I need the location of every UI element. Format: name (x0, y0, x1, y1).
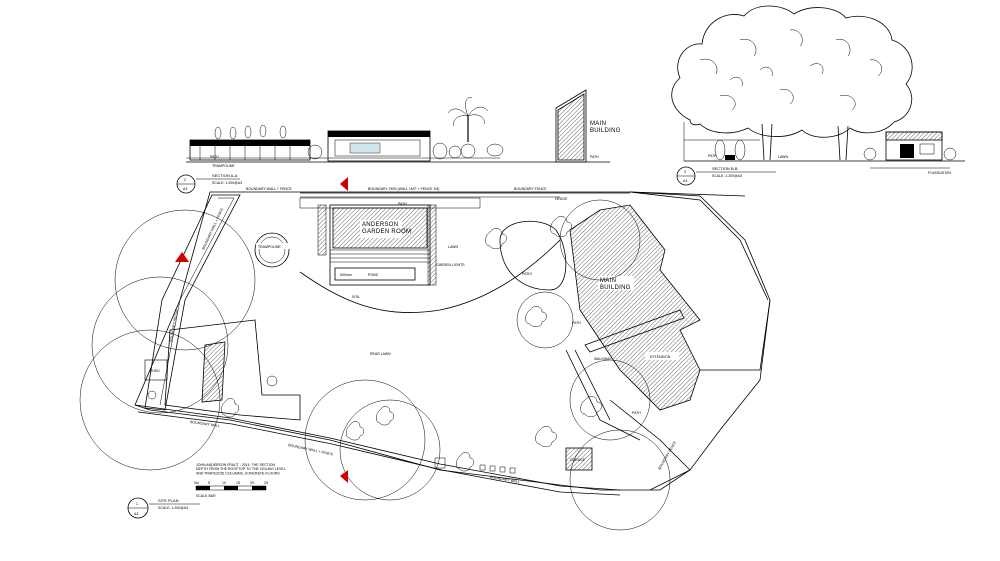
scale-tick-5: 25 (264, 481, 268, 485)
site-plan-title: SITE PLAN (158, 498, 179, 503)
section-bb-sheet-size: A3 (683, 179, 687, 183)
boundary-wall-fence-left-label: BOUNDARY WALL + FENCE (201, 207, 224, 251)
section-aa-sheet-number: 2 (184, 178, 186, 182)
scale-tick-2: 10 (222, 481, 226, 485)
boundary-wall-fence-north-label: BOUNDARY 2M'B (WALL 1M'F + FENCE 1M) (368, 187, 439, 191)
section-aa-title: SECTION A-A (212, 173, 238, 178)
section-bb-scale: SCALE: 1:200@A3 (712, 174, 742, 178)
pond-dim-label: 600mm (340, 273, 352, 277)
section-aa-trampoline-label: TRAMPOLINE (212, 164, 235, 168)
boundary-hedge-label: BOUNDARY HEDGE (169, 308, 179, 342)
svg-text:TRAMPOLINE: TRAMPOLINE (212, 164, 235, 168)
path-top-label: PATH (398, 202, 407, 206)
boundary-fence-right-label: BOUNDARY FENCE (657, 440, 677, 471)
path-right-label: PATH (572, 321, 581, 325)
site-plan-sheet-size: A3 (134, 512, 138, 516)
north-arrow-left (175, 252, 189, 262)
soil-label: SOIL (352, 295, 360, 299)
section-bb-lawn-label: LAWN (778, 155, 788, 159)
section-aa-path-right-label: PATH (590, 155, 599, 159)
north-arrow-top (340, 177, 348, 191)
north-arrow-bottom (340, 470, 348, 483)
section-bb: PATH LAWN FOUNDATION 3 A3 SECTION B-B SC… (671, 5, 965, 186)
boundary-wall-bottom-left-label: BOUNDARY WALL (190, 420, 220, 428)
section-bb-path-label: PATH (708, 154, 717, 158)
site-plan-sheet-number: 1 (136, 502, 138, 506)
extension-label: EXTENSION (650, 355, 671, 359)
section-bb-foundation-label: FOUNDATION (928, 171, 951, 175)
scale-tick-3: 15 (236, 481, 240, 485)
section-bb-sheet-number: 3 (684, 170, 686, 174)
scale-tick-0: 0m (194, 481, 199, 485)
site-plan-scale: SCALE: 1:200@A3 (158, 506, 188, 510)
pond-label: POND (368, 273, 379, 277)
boundary-wall-bottom-right-label: BOUNDARY WALL (490, 475, 520, 484)
path-lower-right-label: PATH (632, 411, 641, 415)
rear-lawn-label: REAR LAWN (370, 352, 391, 356)
garden-lights-label: GARDEN LIGHTS (436, 263, 465, 267)
section-bb-title: SECTION B-B (712, 166, 738, 171)
scale-tick-1: 5 (208, 481, 210, 485)
boundary-fence-north-right-label: BOUNDARY FENCE (514, 187, 547, 191)
scale-tick-4: 20 (250, 481, 254, 485)
shed-label: SHED (150, 369, 160, 373)
trampoline-label: TRAMPOLINE (258, 245, 281, 249)
section-aa-scale: SCALE: 1:200@A3 (212, 181, 242, 185)
walkway-label: WALKWAY (594, 357, 612, 361)
scale-bar-caption: SCALE BAR (196, 494, 216, 498)
hedge-label: HEDGE (555, 197, 568, 201)
section-aa-path-label: PATH (210, 155, 219, 159)
lawn-label: LAWN (448, 245, 458, 249)
patio-label: PATIO (522, 272, 532, 276)
boundary-wall-fence-top-label: BOUNDARY WALL + FENCE (246, 187, 292, 191)
garage-label: GARAGE (570, 458, 586, 462)
boundary-wall-fence-bottom-label: BOUNDARY WALL + FENCE (288, 443, 334, 457)
section-aa-sheet-size: A3 (183, 187, 187, 191)
scale-bar: 0m 5 10 15 20 25 SCALE BAR (194, 481, 268, 498)
